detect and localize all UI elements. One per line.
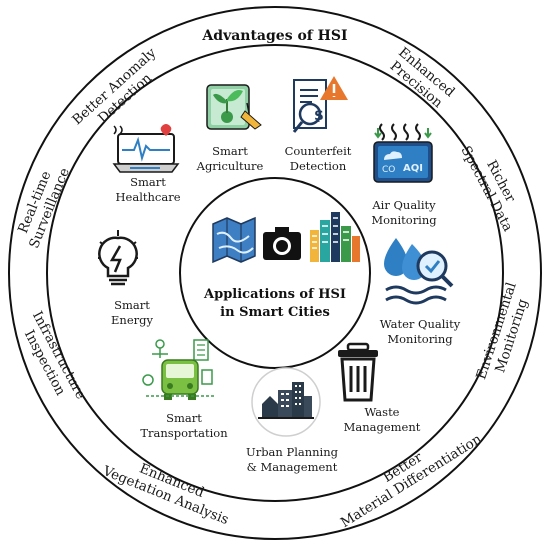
svg-text:CO: CO (382, 165, 395, 175)
app-label-healthcare-2: Healthcare (116, 190, 181, 204)
app-label-transport-2: Transportation (140, 426, 228, 440)
advantage-richer-spectral-data: Richer Spectral Data (457, 143, 518, 234)
outer-circle (8, 6, 542, 540)
app-label-water-quality-2: Monitoring (387, 332, 453, 346)
advantage-better-anomaly-detection: Better Anomaly Detection (69, 45, 159, 129)
app-label-air-quality-2: Monitoring (371, 213, 437, 227)
app-label-urban-2: & Management (247, 460, 338, 474)
center-icons (212, 212, 360, 264)
inner-circle (179, 177, 371, 369)
app-label-air-quality-1: Air Quality (371, 198, 436, 212)
advantage-environmental-monitoring: Environmental Monitoring (473, 280, 531, 381)
middle-circle (46, 44, 504, 502)
plant-hand-icon (206, 84, 262, 130)
advantage-infrastructure-inspection: Infrastructure Inspection (21, 309, 89, 402)
light-bulb-icon (98, 230, 138, 286)
app-label-healthcare-1: Smart (130, 175, 166, 189)
advantage-better-material-differentiation: Better Material Differentiation (338, 431, 485, 531)
health-monitor-icon (112, 124, 180, 173)
ring-title: Advantages of HSI (201, 28, 347, 44)
app-label-transport-1: Smart (166, 411, 202, 425)
app-label-urban-1: Urban Planning (246, 445, 339, 459)
app-label-energy-1: Smart (114, 298, 150, 312)
advantage-label: Material Differentiation (338, 431, 485, 531)
water-drop-magnifier-icon (384, 238, 454, 305)
app-label-smart-agriculture-1: Smart (212, 144, 248, 158)
aqi-monitor-icon: AQI CO (373, 123, 433, 183)
bus-icon (142, 339, 214, 400)
center-title-line1: Applications of HSI (203, 287, 346, 302)
svg-text:AQI: AQI (403, 163, 423, 174)
city-icon (310, 212, 360, 262)
app-label-waste-2: Management (344, 420, 421, 434)
app-label-counterfeit-2: Detection (290, 159, 347, 173)
app-label-smart-agriculture-2: Agriculture (196, 159, 264, 173)
map-icon (212, 216, 256, 264)
app-label-energy-2: Energy (111, 313, 153, 327)
city-buildings-icon (251, 367, 321, 437)
trash-bin-icon (338, 342, 378, 402)
camera-icon (263, 227, 301, 260)
center-title-line2: in Smart Cities (220, 305, 330, 320)
app-label-waste-1: Waste (364, 405, 399, 419)
app-label-water-quality-1: Water Quality (380, 317, 461, 331)
app-label-counterfeit-1: Counterfeit (285, 144, 352, 158)
advantage-real-time-surveillance: Real-time Surveillance (15, 166, 73, 251)
document-magnifier-icon: $ (292, 76, 348, 133)
